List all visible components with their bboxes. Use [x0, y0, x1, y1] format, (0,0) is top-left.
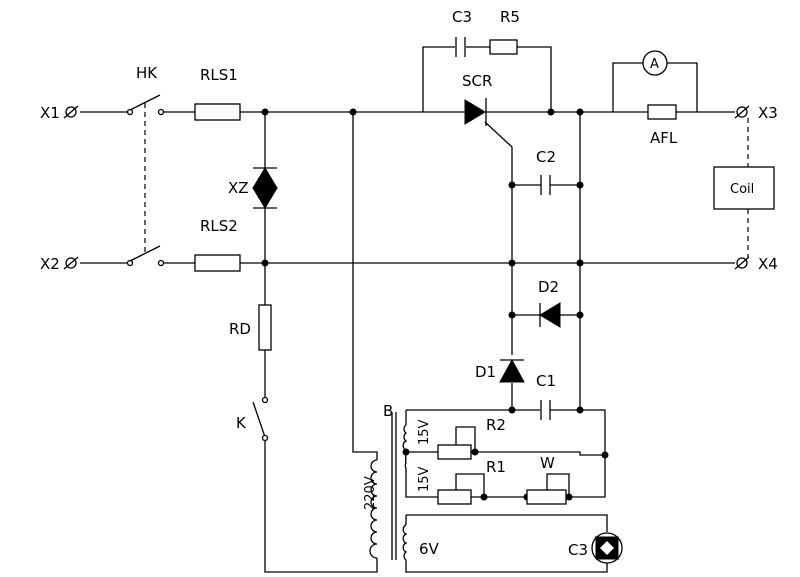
terminal-x2: X2 — [40, 255, 79, 273]
diode-d2: D2 — [538, 278, 561, 328]
label-afl: AFL — [650, 129, 678, 147]
wires — [80, 46, 749, 573]
label-r2: R2 — [486, 416, 506, 434]
label-c1: C1 — [536, 372, 556, 390]
switch-hk: HK — [126, 64, 165, 267]
label-xz: XZ — [228, 179, 249, 197]
ammeter: A — [642, 50, 668, 76]
potentiometer-r2: R2 — [437, 416, 506, 460]
label-x4: X4 — [758, 255, 778, 273]
coil-load: Coil — [713, 166, 775, 210]
indicator-lamp-c3: C3 — [568, 532, 623, 564]
label-x1: X1 — [40, 104, 60, 122]
label-w: W — [540, 454, 555, 472]
label-scr: SCR — [462, 72, 492, 90]
thyristor-scr: SCR — [462, 72, 492, 126]
label-15v-lower: 15V — [417, 466, 432, 492]
capacitor-c3-top: C3 — [452, 8, 472, 57]
label-15v-upper: 15V — [417, 419, 432, 445]
shunt-afl: AFL — [647, 104, 678, 147]
label-6v: 6V — [419, 540, 440, 558]
fuse-rls1: RLS1 — [194, 66, 241, 121]
label-b: B — [383, 402, 393, 420]
label-rd: RD — [229, 320, 251, 338]
potentiometer-r1: R1 — [437, 458, 506, 505]
resistor-rd: RD — [229, 304, 272, 351]
label-ammeter: A — [650, 57, 659, 72]
label-r1: R1 — [486, 458, 506, 476]
label-d1: D1 — [475, 363, 496, 381]
label-c2: C2 — [536, 148, 556, 166]
label-d2: D2 — [538, 278, 559, 296]
transformer-b: B 15V 15V 220V 6V — [363, 402, 440, 561]
label-coil: Coil — [730, 182, 754, 197]
fuse-rls2: RLS2 — [194, 217, 241, 272]
label-rls2: RLS2 — [200, 217, 238, 235]
diode-d1: D1 — [475, 358, 525, 383]
label-k: K — [236, 414, 247, 432]
label-x3: X3 — [758, 104, 778, 122]
surge-suppressor-xz: XZ — [228, 167, 278, 209]
potentiometer-w: W — [526, 454, 567, 505]
label-220v: 220V — [363, 476, 378, 510]
resistor-r5: R5 — [489, 8, 520, 55]
capacitor-c2: C2 — [536, 148, 556, 195]
label-x2: X2 — [40, 255, 60, 273]
terminal-x4: X4 — [734, 255, 778, 273]
label-c3-top: C3 — [452, 8, 472, 26]
label-r5: R5 — [500, 8, 520, 26]
switch-k: K — [236, 396, 269, 442]
terminal-x3: X3 — [734, 104, 778, 122]
junctions — [261, 108, 609, 501]
label-rls1: RLS1 — [200, 66, 238, 84]
capacitor-c1: C1 — [536, 372, 556, 420]
label-c3-lamp: C3 — [568, 541, 588, 559]
terminal-x1: X1 — [40, 104, 79, 122]
label-hk: HK — [136, 64, 158, 82]
